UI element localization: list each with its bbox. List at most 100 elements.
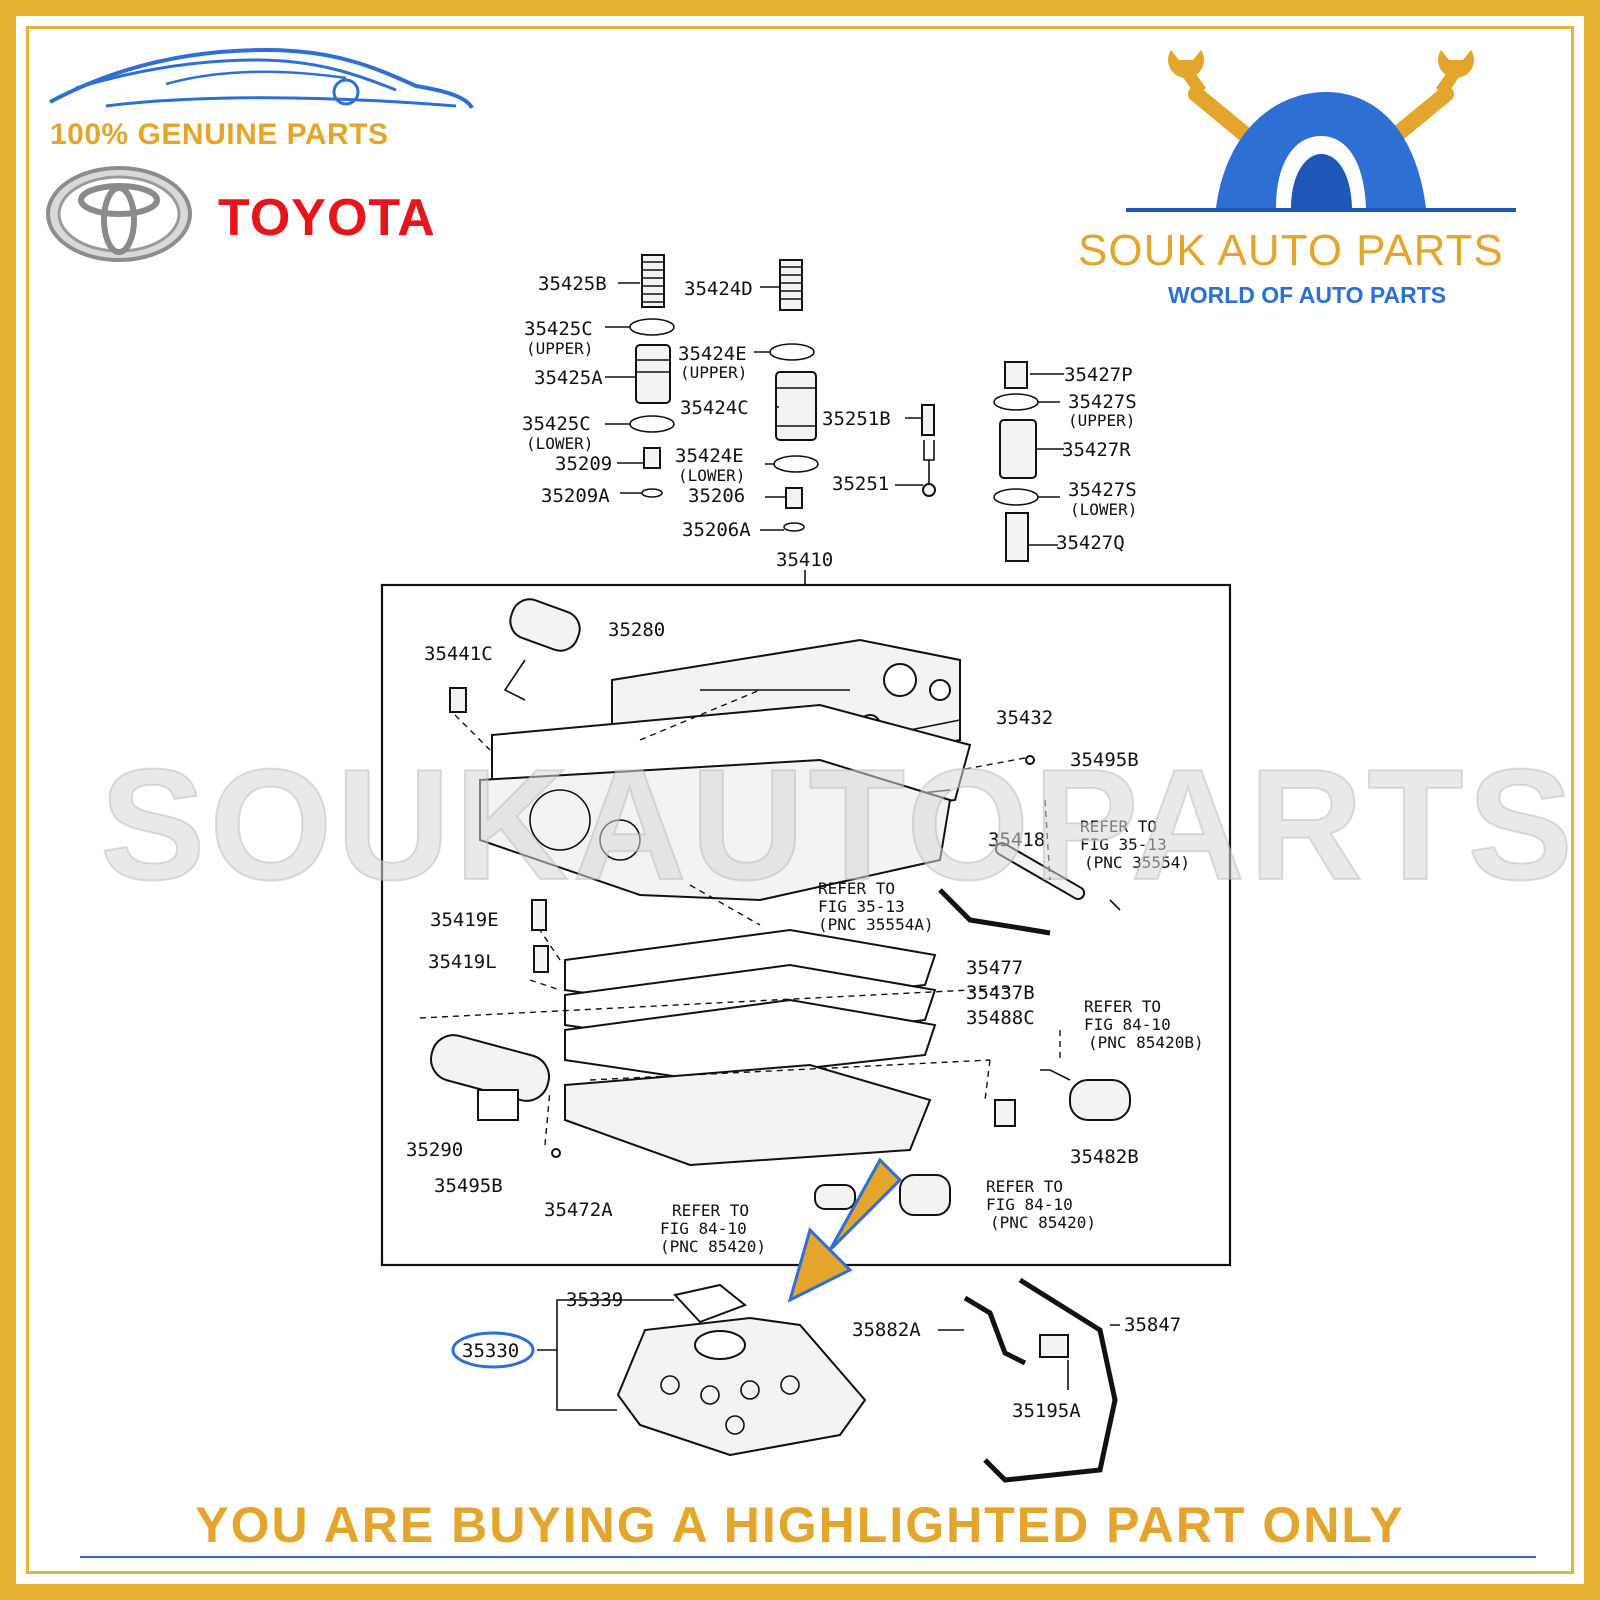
label-35441C: 35441C	[424, 643, 493, 665]
label-35330: 35330	[462, 1340, 519, 1362]
label-35206A: 35206A	[682, 519, 751, 541]
pin-head-icon	[922, 483, 936, 497]
spring-icon	[1004, 361, 1028, 389]
label-35847: 35847	[1124, 1314, 1181, 1336]
wrench-garage-logo-icon	[1126, 50, 1516, 212]
toyota-emblem-icon	[46, 166, 192, 262]
label-35882A: 35882A	[852, 1319, 921, 1341]
toyota-wordmark: TOYOTA	[218, 189, 436, 247]
label-35477: 35477	[966, 957, 1023, 979]
filter-gasket-icon	[673, 1283, 747, 1324]
valve-piston-icon	[775, 371, 817, 441]
label-35495B: 35495B	[434, 1175, 503, 1197]
valve-piston-icon	[635, 344, 671, 404]
pin-icon	[923, 440, 935, 488]
refer-fig-label: FIG 35-13	[1080, 835, 1167, 854]
label-35424E-upper: 35424E	[678, 343, 747, 365]
purchase-notice: YOU ARE BUYING A HIGHLIGHTED PART ONLY	[195, 1497, 1405, 1553]
label-35418: 35418	[988, 829, 1045, 851]
oil-tube-icon	[938, 888, 1051, 936]
refer-to-label: REFER TO	[986, 1177, 1063, 1196]
refer-to-label: REFER TO	[1084, 997, 1161, 1016]
label-35425C-lower: 35425C	[522, 413, 591, 435]
label-35425A: 35425A	[534, 367, 603, 389]
bottom-divider	[80, 1556, 1536, 1558]
o-ring-icon	[993, 488, 1039, 506]
refer-fig-label: FIG 35-13	[818, 897, 905, 916]
label-35410: 35410	[776, 549, 833, 571]
label-35424D: 35424D	[684, 278, 753, 300]
check-ball-icon	[643, 447, 661, 469]
label-35251B: 35251B	[822, 408, 891, 430]
highlight-arrow-icon	[787, 1157, 903, 1303]
label-lower: (LOWER)	[678, 466, 745, 485]
spring-icon	[779, 259, 803, 311]
solenoid-icon	[503, 598, 581, 701]
label-35290: 35290	[406, 1139, 463, 1161]
o-ring-icon	[629, 318, 675, 336]
refer-fig-label: FIG 84-10	[1084, 1015, 1171, 1034]
check-ball-icon	[785, 487, 803, 509]
lower-valve-body-icon	[479, 758, 952, 902]
solenoid-icon	[430, 1034, 550, 1121]
clip-icon	[783, 522, 805, 532]
label-lower: (LOWER)	[526, 434, 593, 453]
genuine-parts-text: 100% GENUINE PARTS	[50, 118, 389, 151]
inner-frame	[26, 26, 1574, 1574]
refer-fig-label: FIG 84-10	[986, 1195, 1073, 1214]
label-35206: 35206	[688, 485, 745, 507]
label-35427Q: 35427Q	[1056, 532, 1125, 554]
refer-pnc-label: (PNC 35554)	[1084, 853, 1190, 872]
label-upper: (UPPER)	[1068, 411, 1135, 430]
label-35425C-upper: 35425C	[524, 318, 593, 340]
small-spring-icon	[921, 404, 935, 436]
refer-fig-label: FIG 84-10	[660, 1219, 747, 1238]
oil-tube-icon	[963, 1295, 1027, 1366]
clip-icon	[641, 488, 663, 498]
pipe-clamp-icon	[1039, 1334, 1069, 1358]
check-ball-icon	[1025, 755, 1035, 765]
label-35482B: 35482B	[1070, 1146, 1139, 1168]
refer-to-label: REFER TO	[1080, 817, 1157, 836]
label-35209: 35209	[555, 453, 612, 475]
label-upper: (UPPER)	[680, 363, 747, 382]
refer-pnc-label: (PNC 85420B)	[1088, 1033, 1204, 1052]
label-35437B: 35437B	[966, 982, 1035, 1004]
car-logo-icon	[49, 47, 474, 110]
label-35425B: 35425B	[538, 273, 607, 295]
label-35251: 35251	[832, 473, 889, 495]
label-lower: (LOWER)	[1070, 500, 1137, 519]
oil-pipe-icon	[983, 1277, 1118, 1483]
label-35427S-upper: 35427S	[1068, 391, 1137, 413]
oil-strainer-icon	[616, 1316, 867, 1457]
solenoid-icon	[1040, 1069, 1131, 1121]
bolt-icon	[449, 687, 467, 713]
label-35424C: 35424C	[680, 397, 749, 419]
label-35339: 35339	[566, 1289, 623, 1311]
refer-pnc-label: (PNC 35554A)	[818, 915, 934, 934]
connector-icon	[994, 1099, 1016, 1127]
spring-icon	[533, 945, 549, 973]
refer-pnc-label: (PNC 85420)	[660, 1237, 766, 1256]
valve-piston-icon	[999, 419, 1037, 479]
label-35427P: 35427P	[1064, 364, 1133, 386]
label-35424E-lower: 35424E	[675, 445, 744, 467]
label-upper: (UPPER)	[526, 339, 593, 358]
label-35427S-lower: 35427S	[1068, 479, 1137, 501]
highlight-oval	[451, 1331, 535, 1369]
refer-to-label: REFER TO	[818, 879, 895, 898]
shop-tagline: WORLD OF AUTO PARTS	[1168, 282, 1447, 308]
refer-to-label: REFER TO	[672, 1201, 749, 1220]
label-35432: 35432	[996, 707, 1053, 729]
label-35195A: 35195A	[1012, 1400, 1081, 1422]
clip-icon	[1109, 899, 1121, 911]
label-35427R: 35427R	[1062, 439, 1131, 461]
label-35419E: 35419E	[430, 909, 499, 931]
gasket-icon	[564, 998, 937, 1082]
label-35495B: 35495B	[1070, 749, 1139, 771]
label-35472A: 35472A	[544, 1199, 613, 1221]
refer-pnc-label: (PNC 85420)	[990, 1213, 1096, 1232]
label-35488C: 35488C	[966, 1007, 1035, 1029]
o-ring-icon	[993, 393, 1039, 411]
